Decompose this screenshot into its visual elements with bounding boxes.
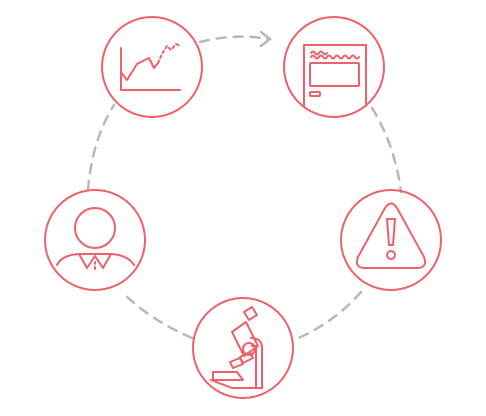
node-trend-chart <box>101 16 203 118</box>
connectors <box>86 30 403 342</box>
connector-person-to-chart <box>86 103 116 192</box>
warning-triangle-icon <box>355 202 427 269</box>
node-circle <box>340 189 442 291</box>
connector-arrowhead <box>259 30 273 48</box>
node-alert <box>340 189 442 291</box>
browser-window-icon <box>303 44 367 107</box>
connector-alert-to-microscope <box>292 290 363 342</box>
node-circle <box>283 16 385 118</box>
node-circle <box>192 297 294 399</box>
connector-chart-to-window <box>198 35 270 44</box>
node-microscope <box>192 297 294 399</box>
node-circle <box>44 189 146 291</box>
connector-microscope-to-person <box>120 290 194 340</box>
person-icon <box>56 207 135 273</box>
node-circle <box>101 16 203 118</box>
node-person <box>44 189 146 291</box>
node-window-report <box>283 16 385 118</box>
connector-window-to-alert <box>370 106 403 194</box>
microscope-icon <box>210 306 263 389</box>
line-chart-icon <box>120 43 182 91</box>
